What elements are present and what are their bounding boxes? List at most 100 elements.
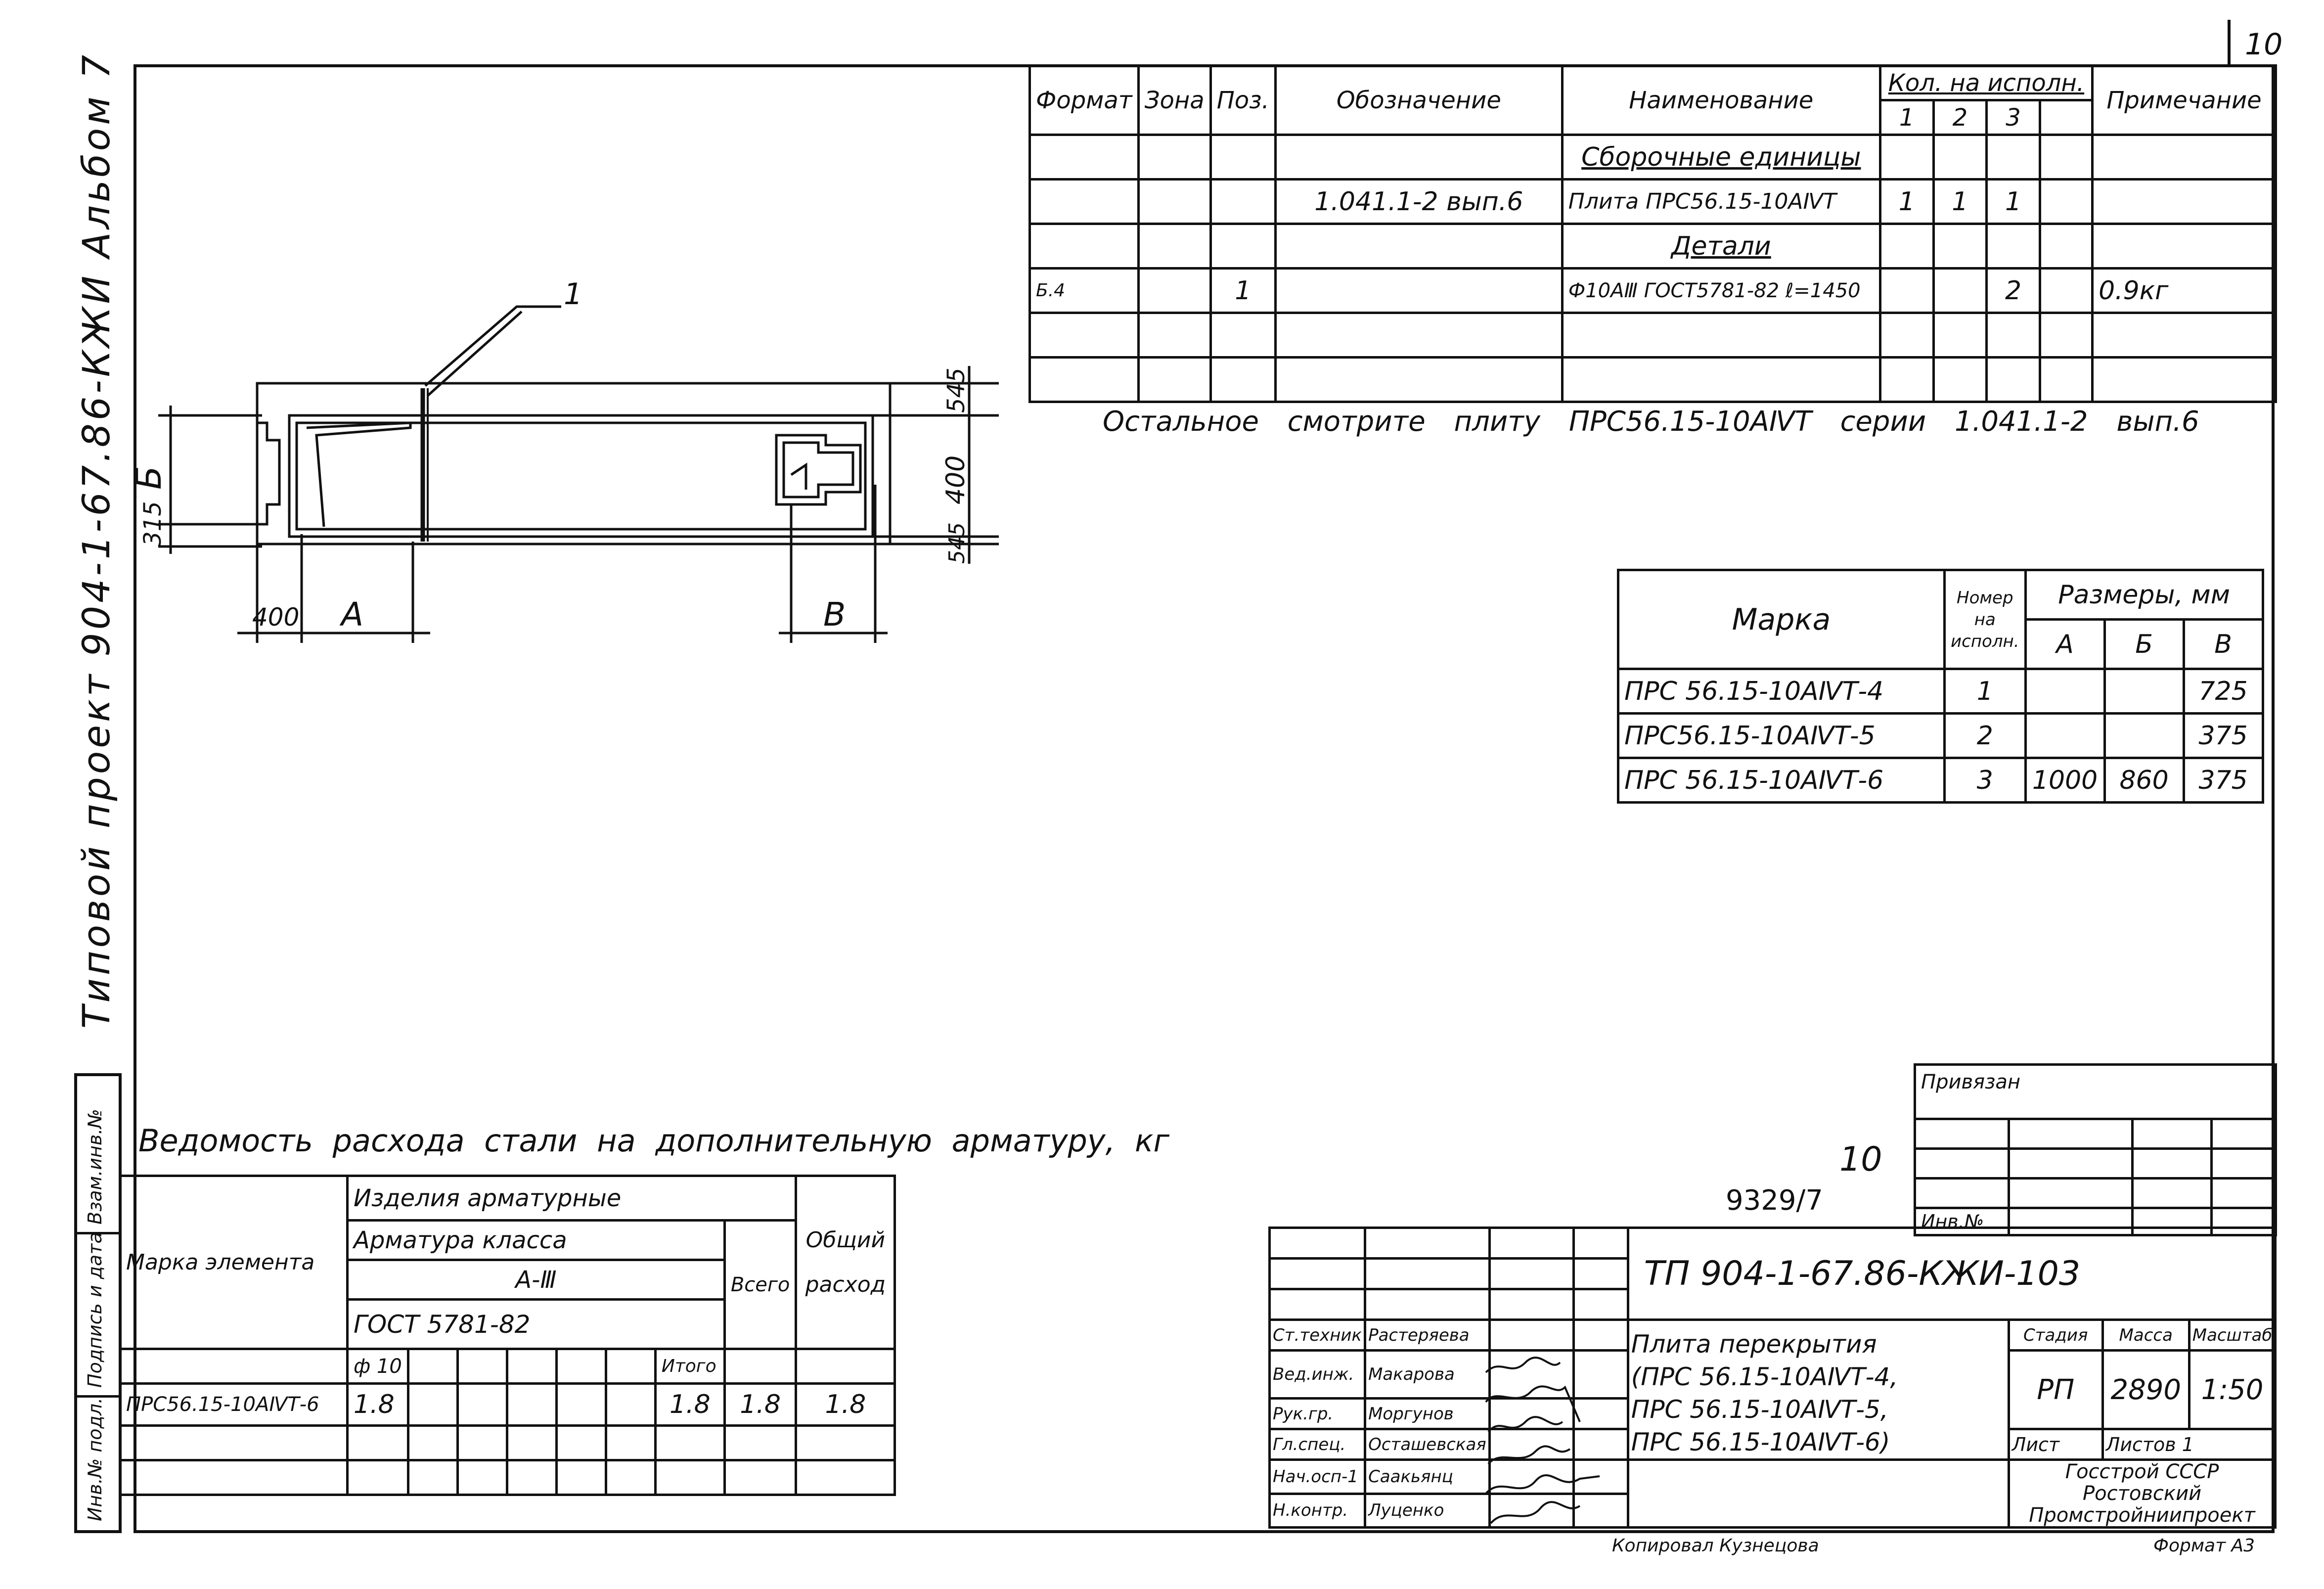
dim-label-b: Б — [129, 466, 169, 490]
organization-line: Промстройниипроект — [2029, 1504, 2255, 1527]
signature — [1488, 1492, 1575, 1529]
steel-header-itogo: Итого — [654, 1348, 726, 1385]
spec-cell — [1274, 134, 1564, 181]
steel-table: Марка элемента Изделия арматурные Общий … — [119, 1175, 896, 1496]
spec-cell — [1274, 267, 1564, 314]
sizes-cell — [2103, 668, 2185, 715]
spec-cell — [1137, 178, 1212, 225]
dim-label-a: А — [339, 595, 363, 634]
page-number-tick — [2228, 20, 2231, 64]
sizes-cell: 3 — [1943, 757, 2027, 804]
signature-stroke — [1490, 1501, 1581, 1524]
project-title-vertical: Типовой проект 904-1-67.86-КЖИ Альбом 7 — [74, 51, 118, 1029]
steel-cell: 1.8 — [346, 1382, 409, 1427]
steel-cell-mark: ПРС56.15-10АⅣТ-6 — [119, 1382, 349, 1427]
spec-header-name: Наименование — [1561, 64, 1881, 136]
plate-outline — [256, 382, 892, 545]
spec-cell — [1209, 223, 1277, 270]
spec-cell — [2038, 223, 2094, 270]
spec-cell: 1 — [1878, 178, 1935, 225]
scale-header: Масштаб — [2188, 1318, 2277, 1352]
sidebar-cell-signature: Подпись и дата — [77, 1232, 119, 1398]
signatures-scribble — [1485, 1357, 1600, 1524]
spec-cell — [1932, 134, 1988, 181]
plate-drawing: 1 Б 315 400 А В 545 400 545 — [129, 277, 999, 643]
spec-cell — [1932, 267, 1988, 314]
table-row: Сборочные единицы — [1028, 134, 2277, 181]
spec-header-q2: 2 — [1932, 99, 1988, 136]
sheet-title-line: (ПРС 56.15-10АⅣТ-4, — [1631, 1362, 1898, 1391]
sizes-cell: 725 — [2182, 668, 2264, 715]
spec-header-note: Примечание — [2091, 64, 2277, 136]
stamp-number-10: 10 — [1839, 1140, 1882, 1179]
spec-cell-designation: 1.041.1-2 вып.6 — [1274, 178, 1564, 225]
spec-cell — [2091, 178, 2277, 225]
steel-header-row-4: ГОСТ 5781-82 — [120, 1298, 895, 1350]
table-row: Детали — [1028, 223, 2277, 270]
sheet-title-line: ПРС 56.15-10АⅣТ-6) — [1631, 1428, 1890, 1456]
spec-cell — [1137, 223, 1212, 270]
signer-row: Вед.инж. Макарова РП 2890 1:50 — [1268, 1349, 2277, 1430]
spec-header-q4 — [2038, 99, 2094, 136]
table-row — [119, 1459, 896, 1496]
signature-stroke — [1485, 1357, 1561, 1373]
spec-cell — [1878, 223, 1935, 270]
signature-stroke — [1485, 1385, 1581, 1422]
sizes-cell: 860 — [2103, 757, 2185, 804]
signature-stroke — [1485, 1474, 1600, 1495]
sidebar-stamp: Взам.инв.№ Подпись и дата Инв.№ подл. — [74, 1073, 122, 1533]
sizes-header-a: А — [2024, 618, 2106, 670]
spec-cell — [2038, 178, 2094, 225]
scale-value: 1:50 — [2188, 1349, 2277, 1430]
sheet-title-line: ПРС 56.15-10АⅣТ-5, — [1631, 1395, 1888, 1424]
table-row — [1028, 312, 2277, 359]
spec-header-q3: 3 — [1985, 99, 2041, 136]
copied-by: Копировал Кузнецова — [1612, 1536, 1819, 1556]
spec-cell — [1878, 134, 1935, 181]
spec-cell-name: Плита ПРС56.15-10АⅣТ — [1561, 178, 1881, 225]
right-opening — [775, 434, 862, 506]
sidebar-cell-replace: Взам.инв.№ — [77, 1076, 119, 1234]
spec-cell: 1 — [1932, 178, 1988, 225]
sizes-cell — [2024, 668, 2106, 715]
mass-header: Масса — [2101, 1318, 2190, 1352]
steel-header-products: Изделия арматурные — [346, 1175, 798, 1222]
spec-cell — [2091, 223, 2277, 270]
callout-leader-2 — [427, 311, 523, 397]
page-number: 10 — [2245, 27, 2283, 62]
signer-name: Саакьянц — [1364, 1458, 1491, 1495]
spec-header-pos: Поз. — [1209, 64, 1277, 136]
binding-row: Привязан — [1914, 1063, 2277, 1120]
spec-cell — [1932, 223, 1988, 270]
steel-header-row-1: Марка элемента Изделия арматурные Общий … — [119, 1175, 896, 1350]
sidebar-label-replace: Взам.инв.№ — [84, 1109, 106, 1225]
spec-cell: 2 — [1985, 267, 2041, 314]
sizes-cell-mark: ПРС56.15-10АⅣТ-5 — [1617, 712, 1946, 759]
sizes-table: Марка Номер на исполн. Размеры, мм А Б В… — [1617, 569, 2264, 804]
sizes-cell: 2 — [1943, 712, 2027, 759]
spec-header-zone: Зона — [1137, 64, 1212, 136]
sizes-cell: 375 — [2182, 757, 2264, 804]
sizes-header-row-1: Марка Номер на исполн. Размеры, мм — [1617, 569, 2264, 670]
sizes-header-row-2: А Б В — [1618, 618, 2264, 670]
spec-section-assembly: Сборочные единицы — [1561, 134, 1881, 181]
steel-header-mark: Марка элемента — [119, 1175, 349, 1350]
steel-header-class: Арматура класса — [346, 1219, 726, 1261]
signer-row: Ст.техник Растеряева Плита перекрытия (П… — [1268, 1318, 2277, 1461]
spec-cell — [1274, 223, 1564, 270]
spec-cell — [1028, 178, 1140, 225]
table-row: ПРС56.15-10АⅣТ-5 2 375 — [1617, 712, 2264, 759]
signature — [1488, 1458, 1575, 1495]
sizes-cell — [2024, 712, 2106, 759]
plate-rib-inner — [295, 421, 867, 531]
spec-cell: 1 — [1985, 178, 2041, 225]
table-row: 1.041.1-2 вып.6 Плита ПРС56.15-10АⅣТ 1 1… — [1028, 178, 2277, 225]
spec-cell — [1137, 134, 1212, 181]
organization: Госстрой СССР Ростовский Промстройниипро… — [2007, 1458, 2277, 1529]
spec-section-details: Детали — [1561, 223, 1881, 270]
signer-role: Гл.спец. — [1268, 1428, 1367, 1461]
signer-role: Нач.осп-1 — [1268, 1458, 1367, 1495]
signer-name: Моргунов — [1364, 1397, 1491, 1430]
sizes-header-b: Б — [2103, 618, 2185, 670]
organization-line: Ростовский — [2083, 1482, 2202, 1505]
